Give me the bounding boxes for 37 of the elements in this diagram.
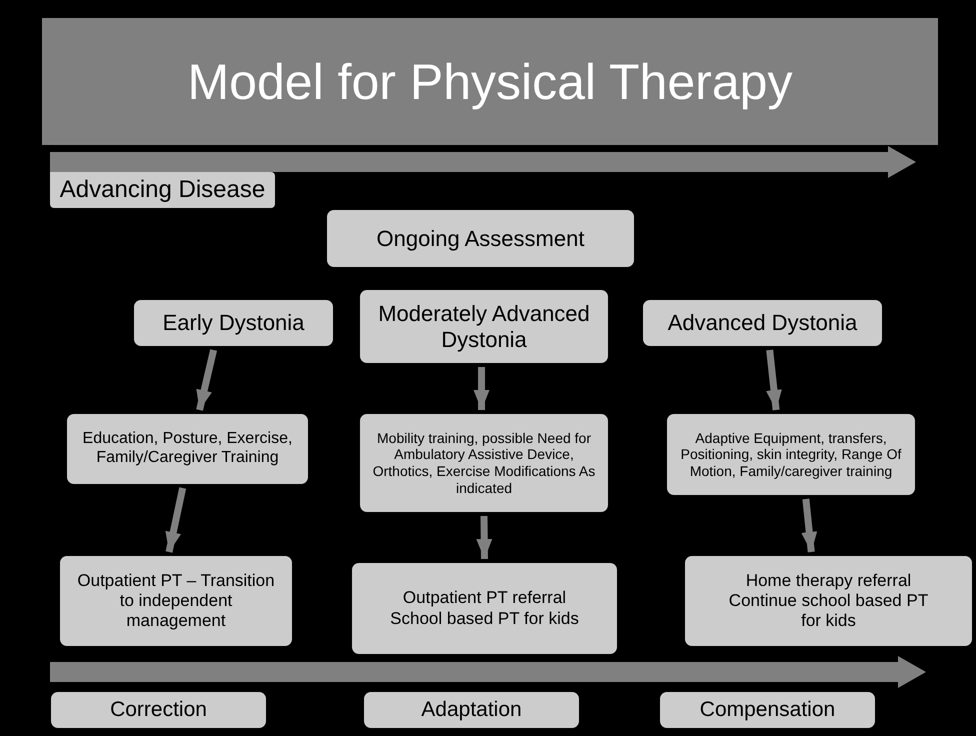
process-box [364, 692, 579, 728]
process-box [50, 172, 275, 208]
arrow [474, 367, 490, 410]
arrow [766, 350, 782, 410]
box-text: Ongoing Assessment [376, 226, 584, 252]
box-text: Mobility training, possible Need for Ambulatory Assistive Device, Orthotics, Exercise Modifications As indicated [372, 430, 596, 496]
process-box [51, 692, 266, 728]
box-text: Outpatient PT – Transition to independent management [76, 570, 276, 632]
process-box [327, 210, 634, 267]
box-text: School based PT for kids [390, 608, 579, 629]
title: Model for Physical Therapy [188, 52, 792, 110]
process-box [685, 556, 972, 646]
process-box [660, 692, 875, 728]
box-text: Outpatient PT referral [402, 588, 566, 608]
box-text: Continue school based PT for kids [728, 590, 930, 632]
process-box [643, 300, 882, 346]
process-box [352, 563, 617, 654]
box-text: Adaptive Equipment, transfers, Positioning, skin integrity, Range Of Motion, Family/caregiver training [680, 430, 902, 480]
box-text: Correction [110, 698, 207, 722]
box-text: Compensation [700, 698, 836, 722]
arrow [801, 498, 818, 552]
box-text: Advancing Disease [60, 176, 266, 204]
box-text: Advanced Dystonia [668, 310, 858, 336]
process-box [60, 556, 292, 646]
process-box [360, 290, 608, 363]
process-box [360, 414, 608, 512]
process-box [67, 414, 308, 484]
arrow [476, 516, 492, 560]
box-text: Education, Posture, Exercise, Family/Caregiver Training [82, 430, 294, 468]
box-text: Early Dystonia [162, 310, 304, 336]
box-text: Moderately Advanced Dystonia [377, 300, 591, 352]
arrow [165, 487, 186, 553]
process-box [134, 300, 333, 346]
box-text: Home therapy referral [746, 570, 912, 591]
box-text: Adaptation [421, 698, 522, 722]
process-box [667, 414, 915, 495]
arrow [196, 349, 217, 411]
